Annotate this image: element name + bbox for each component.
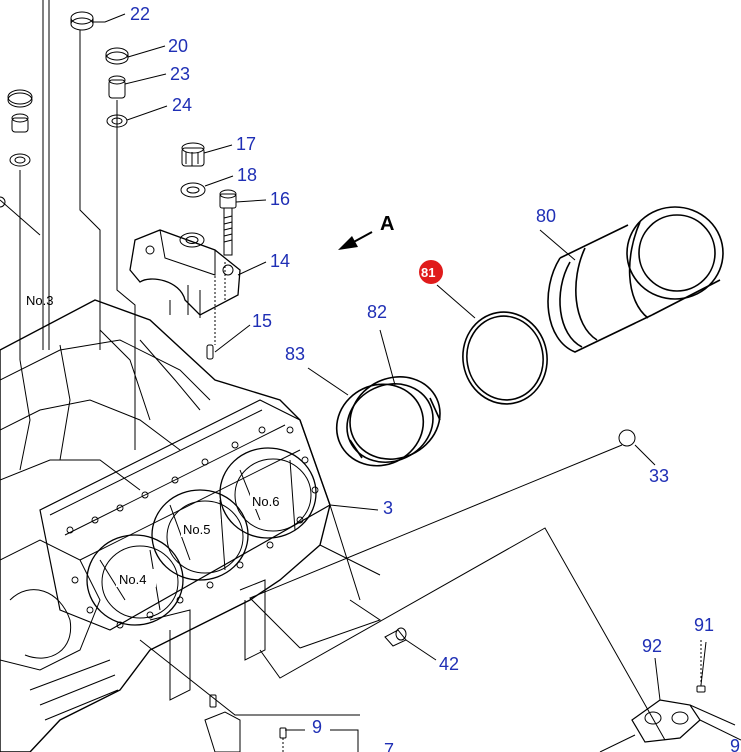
plug-17: [181, 142, 205, 167]
callout-81-highlight: [419, 260, 443, 284]
view-direction-label: A: [380, 213, 394, 235]
callout-18: 18: [237, 165, 257, 185]
callout-81: 81: [421, 265, 435, 280]
engine-block: [0, 299, 331, 752]
cylinder-bore-no4: [86, 534, 184, 626]
bracket-9: [204, 694, 287, 752]
dowel-15: [206, 260, 226, 360]
cylinder-label-no4: No.4: [119, 572, 146, 587]
cylinder-label-no5: No.5: [183, 522, 210, 537]
bolt-91: [696, 640, 706, 693]
callout-23: 23: [170, 64, 190, 84]
cylinder-liner-80: [547, 206, 724, 353]
callout-91: 91: [694, 615, 714, 635]
cylinder-bore-no5: [151, 489, 249, 581]
callout-9-left: 9: [312, 717, 322, 737]
callout-3: 3: [383, 498, 393, 518]
callout-9-right: 9: [730, 736, 740, 752]
cylinder-label-no3: No.3: [26, 293, 53, 308]
flange-92: [599, 699, 741, 752]
callout-20: 20: [168, 36, 188, 56]
callout-33: 33: [649, 466, 669, 486]
callout-24: 24: [172, 95, 192, 115]
bolt-16: [219, 189, 237, 256]
cylinder-label-no6: No.6: [252, 494, 279, 509]
seal-ring-83: [335, 383, 425, 467]
bearing-cap: [129, 229, 241, 318]
washer-18: [180, 182, 206, 198]
bracket-leader-lines: [139, 444, 666, 741]
callout-42: 42: [439, 654, 459, 674]
callout-16: 16: [270, 189, 290, 209]
seal-ring-82: [346, 376, 441, 463]
cylinder-label-bg-no3: [24, 290, 64, 308]
callout-7: 7: [384, 740, 394, 752]
callout-80: 80: [536, 206, 556, 226]
callout-83: 83: [285, 344, 305, 364]
callout-22: 22: [130, 4, 150, 24]
callout-82: 82: [367, 302, 387, 322]
leader-lines: [93, 13, 707, 752]
plug-33: [618, 429, 636, 447]
callout-14: 14: [270, 251, 290, 271]
pin-42: [384, 627, 407, 647]
small-parts-left-column: [0, 0, 136, 450]
callout-17: 17: [236, 134, 256, 154]
callout-15: 15: [252, 311, 272, 331]
callout-92: 92: [642, 636, 662, 656]
view-direction-arrow: [338, 231, 373, 250]
o-ring-81: [462, 311, 548, 405]
